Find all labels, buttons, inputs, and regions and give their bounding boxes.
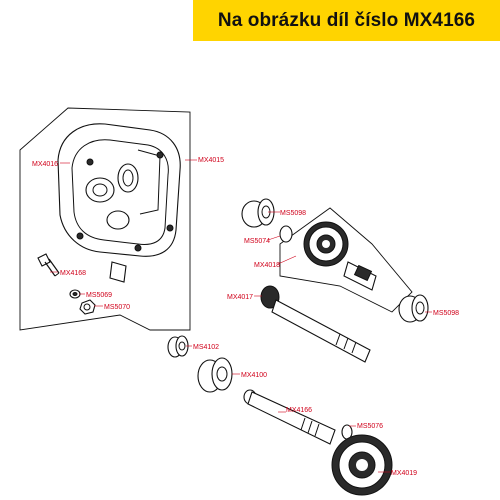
label-mx4019: MX4019	[391, 470, 417, 477]
label-mx4168: MX4168	[60, 270, 86, 277]
crankcase-group-outline	[19, 107, 191, 331]
label-mx4100: MX4100	[241, 372, 267, 379]
shaft-mx4166-part	[243, 389, 336, 445]
gear-mx4019-part	[331, 434, 393, 496]
label-ms5074: MS5074	[244, 238, 270, 245]
gear-mx4018-part	[303, 221, 349, 267]
label-ms5069: MS5069	[86, 292, 112, 299]
label-ms4102: MS4102	[193, 344, 219, 351]
crankcase-cover	[57, 123, 181, 283]
label-ms5098-right: MS5098	[433, 310, 459, 317]
gear-group-outline	[279, 207, 413, 313]
pinion-shaft-part	[343, 261, 377, 291]
bearing-mx4100-part	[197, 357, 233, 393]
nut-part	[79, 299, 96, 315]
label-mx4017: MX4017	[227, 294, 253, 301]
label-mx4015: MX4015	[198, 157, 224, 164]
label-mx4018: MX4018	[254, 262, 280, 269]
bolt-part	[37, 253, 60, 277]
label-ms5070: MS5070	[104, 304, 130, 311]
bearing-right-part	[398, 294, 429, 323]
circlip-part	[279, 225, 293, 243]
title-text: Na obrázku díl číslo MX4166	[217, 9, 476, 31]
title-banner: Na obrázku díl číslo MX4166	[193, 0, 500, 41]
bearing-top-part	[241, 198, 275, 228]
label-ms5076: MS5076	[357, 423, 383, 430]
label-mx4016: MX4016	[32, 161, 58, 168]
bearing-ms4102-part	[167, 335, 189, 358]
label-ms5098-top: MS5098	[280, 210, 306, 217]
label-mx4166: MX4166	[286, 407, 312, 414]
shaft-mx4017-part	[260, 285, 371, 363]
